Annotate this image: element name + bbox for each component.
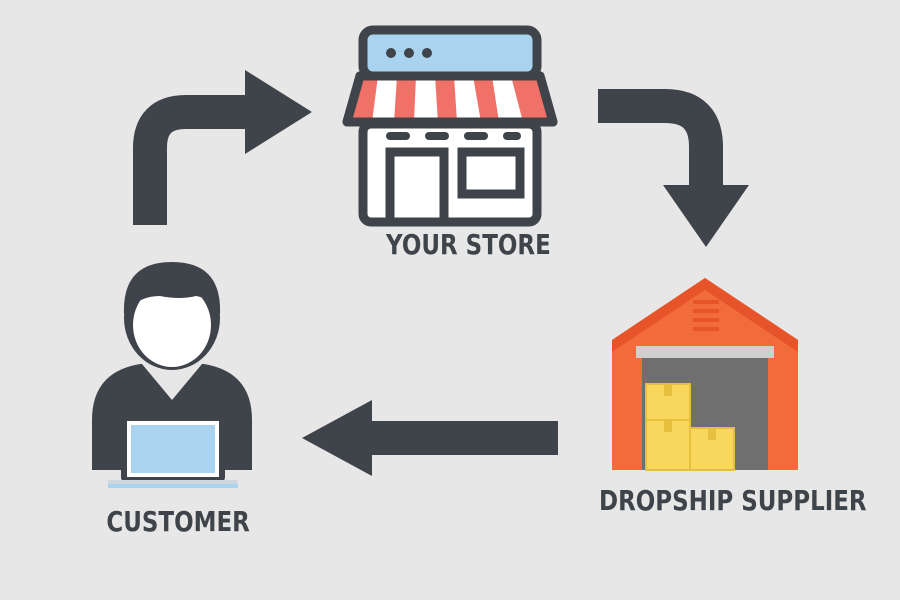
supplier-label: DROPSHIP SUPPLIER <box>599 484 867 517</box>
arrow-customer-to-store <box>133 70 312 225</box>
arrow-store-to-supplier <box>598 89 749 247</box>
warehouse-icon <box>612 278 798 471</box>
customer-label: CUSTOMER <box>106 505 250 538</box>
arrow-supplier-to-customer <box>302 400 558 476</box>
box-icon <box>645 383 735 471</box>
store-icon <box>342 25 558 227</box>
customer-icon <box>92 262 252 488</box>
store-label: YOUR STORE <box>386 228 551 261</box>
